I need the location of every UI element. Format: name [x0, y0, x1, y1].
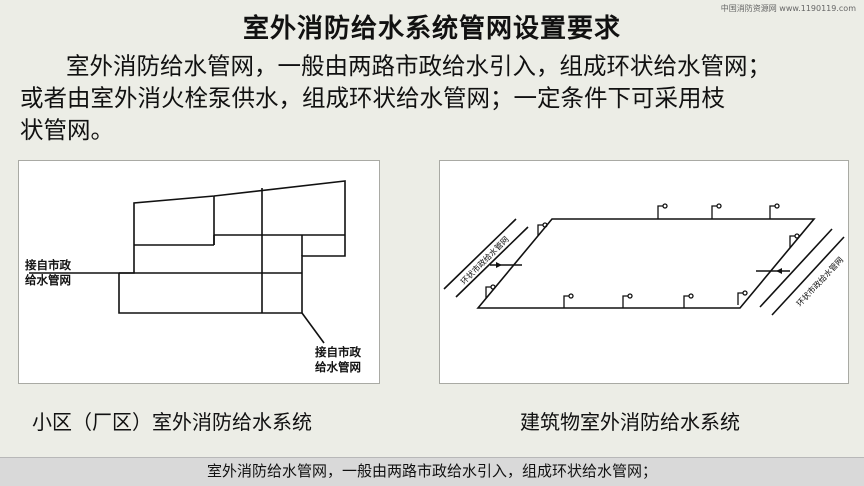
site-watermark: 中国消防资源网 www.1190119.com — [720, 4, 856, 13]
ring-main-outline — [118, 180, 346, 314]
hydrant-icon — [716, 203, 722, 209]
hydrant-icon — [485, 286, 491, 298]
valve-icon — [496, 262, 502, 268]
building-ring-diagram-panel: 环状市政给水管网 环状市政给水管网 — [439, 160, 849, 384]
hydrant-icon — [769, 205, 775, 219]
municipal-pipe-left-b — [455, 226, 529, 298]
hydrant-icon — [789, 235, 795, 248]
hydrant-icon — [711, 205, 717, 219]
hydrant-icon — [657, 205, 663, 219]
hydrant-icon — [490, 284, 496, 290]
municipal-pipe-right-a — [759, 228, 833, 308]
label-bottom-line1: 接自市政 — [315, 345, 361, 359]
hydrant-icon — [627, 293, 633, 299]
label-top-line1: 接自市政 — [25, 258, 71, 272]
hydrant-icon — [568, 293, 574, 299]
paragraph-line-2: 或者由室外消火栓泵供水，组成环状给水管网；一定条件下可采用枝 — [20, 84, 725, 112]
valve-icon — [776, 268, 782, 274]
hydrant-icon — [737, 292, 743, 305]
paragraph-line-3: 状管网。 — [20, 116, 114, 144]
building-ring-main — [476, 218, 816, 309]
municipal-pipe-left-a — [443, 218, 517, 290]
hydrant-icon — [794, 233, 800, 239]
paragraph-line-1: 室外消防给水管网，一般由两路市政给水引入，组成环状给水管网； — [66, 52, 771, 80]
label-top-line2: 给水管网 — [25, 273, 71, 287]
page-title: 室外消防给水系统管网设置要求 — [242, 14, 621, 44]
community-ring-diagram-panel: 接自市政 给水管网 接自市政 给水管网 — [18, 160, 380, 384]
municipal-pipe-right-b — [771, 236, 845, 316]
hydrant-icon — [537, 224, 543, 236]
hydrant-icon — [563, 295, 569, 308]
hydrant-icon — [683, 295, 689, 308]
supply-inlet-bottom — [301, 312, 325, 344]
caption-community-system: 小区（厂区）室外消防给水系统 — [32, 410, 312, 434]
caption-building-system: 建筑物室外消防给水系统 — [520, 410, 740, 434]
video-subtitle: 室外消防给水管网，一般由两路市政给水引入，组成环状给水管网； — [0, 457, 864, 486]
hydrant-icon — [542, 222, 548, 228]
community-ring-diagram: 接自市政 给水管网 接自市政 给水管网 — [25, 180, 361, 374]
label-bottom-line2: 给水管网 — [315, 360, 361, 374]
hydrant-icon — [774, 203, 780, 209]
intro-paragraph: 室外消防给水管网，一般由两路市政给水引入，组成环状给水管网； 或者由室外消火栓泵… — [20, 50, 850, 146]
building-ring-diagram: 环状市政给水管网 环状市政给水管网 — [443, 203, 845, 316]
hydrant-icon — [742, 290, 748, 296]
hydrant-icon — [622, 295, 628, 308]
hydrant-icon — [662, 203, 668, 209]
hydrant-icon — [688, 293, 694, 299]
